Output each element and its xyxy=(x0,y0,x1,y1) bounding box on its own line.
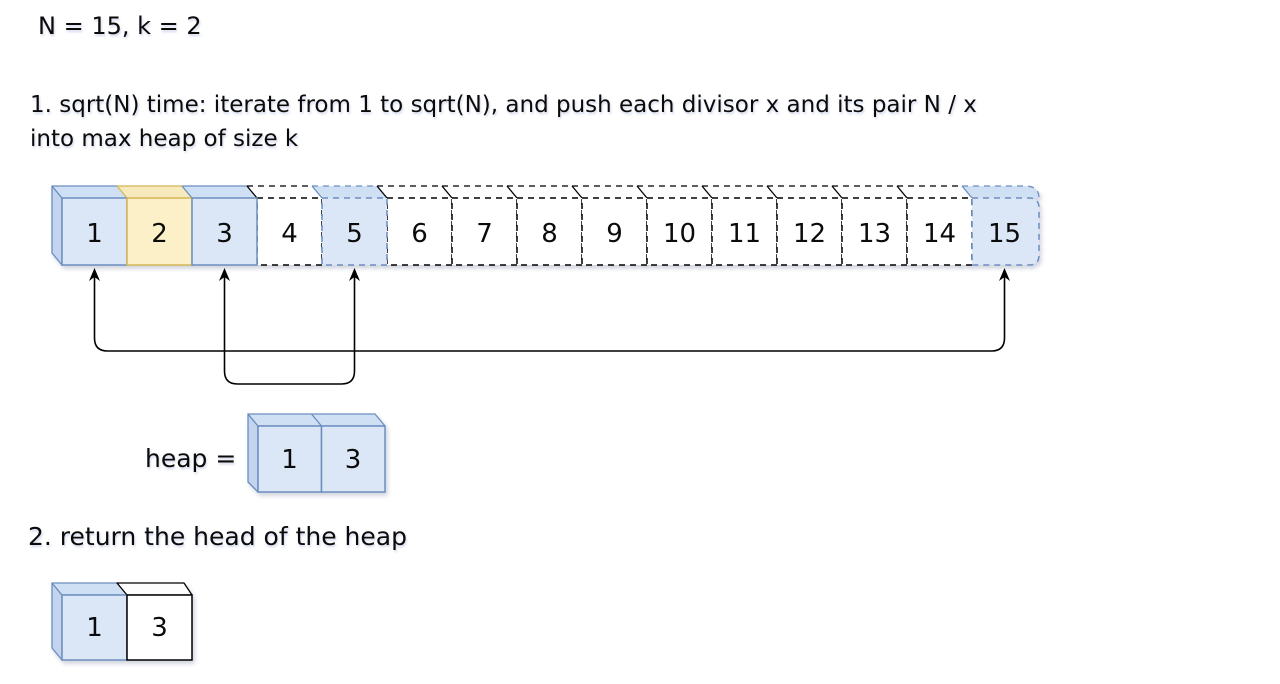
array-flap-diagonal xyxy=(441,185,453,199)
array-cell-value: 9 xyxy=(606,219,623,249)
array-cell-top-face xyxy=(897,186,972,198)
cube-top-face xyxy=(116,582,193,596)
array-cell-top-face xyxy=(182,186,257,198)
array-cell-value: 8 xyxy=(541,219,558,249)
array-flap-diagonal xyxy=(961,185,973,199)
cube-left-face xyxy=(51,582,63,661)
step1-line2: into max heap of size k xyxy=(30,126,299,152)
array-cell xyxy=(191,197,258,266)
array-flap-diagonal xyxy=(571,185,583,199)
result-cell xyxy=(126,594,193,661)
result-box: 1 3 xyxy=(51,582,193,661)
array-flap-diagonal xyxy=(181,185,193,199)
result-cell-value: 1 xyxy=(86,613,103,643)
array-cell-top-face xyxy=(637,186,712,198)
step1-description: 1. sqrt(N) time: iterate from 1 to sqrt(… xyxy=(30,88,977,156)
array-cell-top-face xyxy=(117,186,192,198)
array-cell-top-face xyxy=(507,186,582,198)
array-cell xyxy=(776,197,843,266)
heap-cell-value: 1 xyxy=(281,445,298,475)
array-cell-top-face xyxy=(832,186,907,198)
array-flap-diagonal xyxy=(116,185,128,199)
array-cell-top-face xyxy=(247,186,322,198)
heap-label: heap = xyxy=(145,444,237,473)
arrowhead-up-icon xyxy=(89,268,100,281)
cube-top-face xyxy=(51,582,128,596)
array-cell xyxy=(646,197,713,266)
heap-box: 1 3 xyxy=(247,413,386,493)
array-cell xyxy=(256,197,323,266)
array-cell-value: 2 xyxy=(151,219,168,249)
array-cell-value: 7 xyxy=(476,219,493,249)
step1-line1: 1. sqrt(N) time: iterate from 1 to sqrt(… xyxy=(30,92,977,118)
array-cell xyxy=(451,197,518,266)
array-left-face xyxy=(51,185,63,266)
array-cell-top-face xyxy=(312,186,387,198)
heap-cell-value: 3 xyxy=(345,445,362,475)
array-cell-value: 3 xyxy=(216,219,233,249)
array-flap-diagonal xyxy=(51,185,63,199)
array-flap-diagonal xyxy=(766,185,778,199)
array-cell-top-edge xyxy=(962,185,1040,199)
array-cell xyxy=(711,197,778,266)
result-cell-value: 3 xyxy=(151,613,168,643)
array-flap-diagonal xyxy=(376,185,388,199)
array-cell-top-face xyxy=(442,186,517,198)
array-flap-diagonal xyxy=(701,185,713,199)
array-flap-diagonal xyxy=(311,185,323,199)
array-cell-top-face xyxy=(962,186,1039,198)
array-flap-diagonal xyxy=(246,185,258,199)
array-cell-value: 14 xyxy=(923,219,956,249)
array-cell xyxy=(906,197,973,266)
array-cell-value: 5 xyxy=(346,219,363,249)
heap-cell xyxy=(320,425,386,493)
array-cell-top-face xyxy=(702,186,777,198)
heap-cell xyxy=(257,425,323,493)
arrowhead-up-icon xyxy=(999,268,1010,281)
array-flap-diagonal xyxy=(896,185,908,199)
array-cell xyxy=(841,197,908,266)
array-cell-top-face xyxy=(377,186,452,198)
array-cell-value: 10 xyxy=(663,219,696,249)
array-cell-top-face xyxy=(572,186,647,198)
array-cell xyxy=(516,197,583,266)
array-cell-top-face xyxy=(767,186,842,198)
arrowhead-up-icon xyxy=(219,268,230,281)
array-cell-value: 15 xyxy=(988,219,1021,249)
arrowhead-up-icon xyxy=(349,268,360,281)
array-flap-diagonal xyxy=(506,185,518,199)
step2-description: 2. return the head of the heap xyxy=(28,522,407,551)
array-flap-diagonal xyxy=(636,185,648,199)
array-cell-value: 1 xyxy=(86,219,103,249)
array-cell-value: 12 xyxy=(793,219,826,249)
array-flap-diagonal xyxy=(831,185,843,199)
pair-arrow xyxy=(93,277,1006,352)
divisor-pair-arrows xyxy=(89,268,1010,385)
array-cell-top-face xyxy=(52,186,127,198)
array-cell xyxy=(386,197,453,266)
array-cell-value: 13 xyxy=(858,219,891,249)
array-cell xyxy=(321,197,388,266)
array-cell-value: 6 xyxy=(411,219,428,249)
array-cell xyxy=(581,197,648,266)
array-cell xyxy=(61,197,128,266)
cube-top-divider xyxy=(311,413,322,427)
cube-left-face xyxy=(247,413,259,493)
result-cell-head xyxy=(61,594,128,661)
array-cell-value: 11 xyxy=(728,219,761,249)
pair-arrow xyxy=(223,277,356,385)
array-cell-value: 4 xyxy=(281,219,298,249)
problem-parameters: N = 15, k = 2 xyxy=(38,12,202,40)
array-cell xyxy=(971,197,1040,266)
